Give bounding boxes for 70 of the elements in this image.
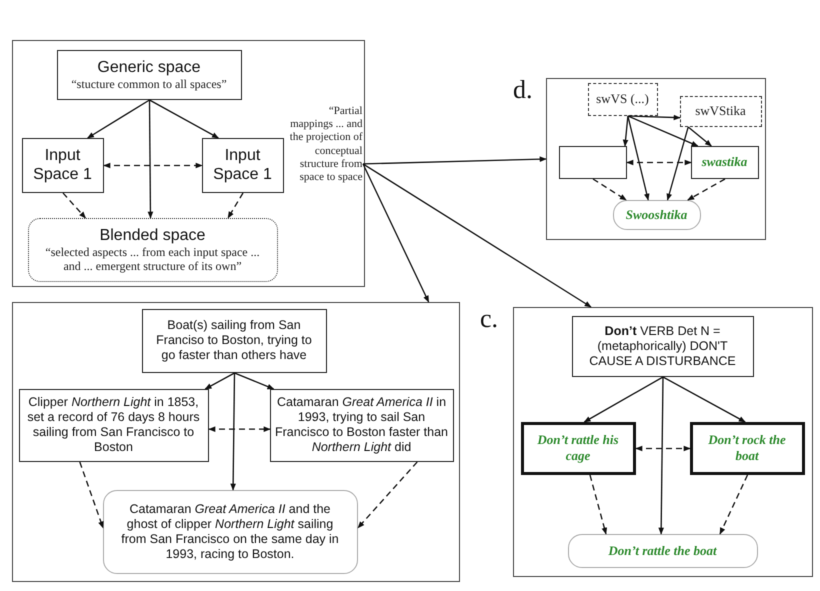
arrow <box>584 376 664 423</box>
panel-frame <box>12 40 365 287</box>
arrow <box>362 164 430 303</box>
arrow <box>362 163 592 308</box>
concept-box <box>270 388 454 462</box>
bold-box <box>690 422 804 474</box>
bold-box <box>520 422 636 474</box>
quote-text: “Partial mappings ... and the projection of conceptual structure from space to space <box>288 104 362 184</box>
arrow <box>148 100 154 219</box>
arrow <box>628 114 681 120</box>
box-description: “selected aspects ... from each input space ... and ... emergent structure of its own” <box>44 244 261 274</box>
arrow <box>149 99 220 139</box>
arrow <box>627 116 650 201</box>
box-label: Don’t rattle his cage <box>536 432 620 464</box>
dashed-arrow <box>103 162 203 168</box>
concept-box <box>22 138 104 192</box>
box-label: Input Space 1 <box>32 146 93 184</box>
arrow <box>688 126 712 146</box>
box-label: Generic space <box>97 58 201 77</box>
arrow <box>622 116 629 147</box>
concept-box <box>572 316 754 376</box>
box-label: Don’t rattle the boat <box>608 542 717 558</box>
concept-box <box>142 308 326 372</box>
box-label: Don’t rock the boat <box>707 432 787 464</box>
dashed-arrow <box>62 192 86 219</box>
dashed-box <box>680 96 762 126</box>
dotted-rounded-box <box>28 218 278 282</box>
concept-box <box>18 388 208 462</box>
dashed-arrow <box>635 446 691 452</box>
box-label: Boat(s) sailing from San Franciso to Boston, trying to go faster than others have <box>155 318 313 363</box>
box-label: Input Space 1 <box>212 146 273 184</box>
box-description: “stucture common to all spaces” <box>71 76 227 92</box>
rounded-box <box>102 490 358 574</box>
concept-box <box>690 146 758 178</box>
rounded-box <box>612 200 700 230</box>
dashed-arrow <box>626 160 692 166</box>
box-label: Catamaran Great America II and the ghost of clipper Northern Light sailing from San Francisco on the same day in 1993, racing to Boston. <box>120 502 340 562</box>
arrow <box>204 372 235 390</box>
arrow <box>662 376 746 423</box>
arrow <box>234 372 274 390</box>
arrow <box>666 126 689 201</box>
dashed-arrow <box>79 462 104 528</box>
dashed-box <box>588 82 658 116</box>
box-label: Clipper Northern Light in 1853, set a record of 76 days 8 hours sailing from San Francisco to Boston <box>26 395 201 455</box>
dashed-arrow <box>589 474 608 535</box>
box-label: Don’t VERB Det N = (metaphorically) DON'T CAUSE A DISTURBANCE <box>588 324 737 368</box>
dashed-arrow <box>719 474 748 535</box>
arrow <box>362 156 547 165</box>
concept-box <box>558 146 626 178</box>
arrow <box>658 377 664 535</box>
panel-letter: d. <box>513 77 532 103</box>
concept-box <box>56 50 242 100</box>
box-label: swVStika <box>695 103 746 119</box>
dashed-arrow <box>687 178 726 201</box>
box-label: Swooshtika <box>626 206 688 222</box>
arrow <box>87 99 150 139</box>
box-label: Blended space <box>100 226 206 245</box>
arrow <box>230 373 236 491</box>
box-label: Catamaran Great America II in 1993, trying to sail San Francisco to Boston faster than Northern Light did <box>274 395 449 455</box>
box-label: swVS (...) <box>596 91 649 107</box>
rounded-box <box>568 534 758 568</box>
dashed-arrow <box>208 426 271 432</box>
panel-frame <box>12 302 460 582</box>
dashed-arrow <box>358 462 418 528</box>
panel-letter: c. <box>480 306 498 332</box>
dashed-arrow <box>592 178 627 201</box>
concept-box <box>202 138 284 192</box>
box-label: swastika <box>702 154 748 170</box>
arrow <box>628 115 698 147</box>
dashed-arrow <box>227 192 244 219</box>
